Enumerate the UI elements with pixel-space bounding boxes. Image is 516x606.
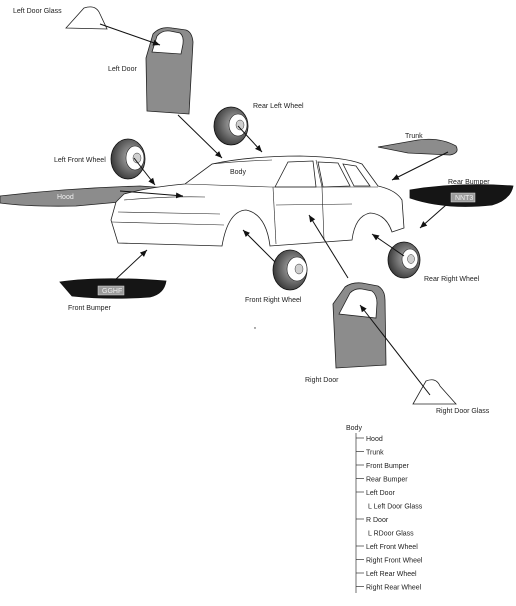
car-body-part (110, 155, 405, 247)
tree-item-label: Left Door (366, 490, 395, 497)
tree-item: Right Front Wheel (356, 558, 423, 565)
front-bumper-plate: GGHF (102, 288, 122, 295)
tree-item-label: Hood (366, 436, 383, 443)
tree-item: Left Rear Wheel (356, 571, 417, 578)
rear-bumper-label: Rear Bumper (448, 179, 490, 186)
rear-left-wheel-part (213, 106, 249, 146)
front-bumper-part (59, 278, 167, 299)
tree-item-label: Right Front Wheel (366, 558, 423, 565)
tree-item-label: L Left Door Glass (368, 504, 423, 511)
tree-item: Left Front Wheel (356, 544, 418, 551)
left-door-glass-label: Left Door Glass (13, 8, 62, 15)
front-bumper-label: Front Bumper (68, 305, 111, 312)
tree-item-label: Rear Bumper (366, 477, 408, 484)
hood-label: Hood (57, 194, 74, 201)
right-door-glass-part (412, 379, 457, 405)
tree-item-label: R Door (366, 517, 389, 524)
tree-item-label: Left Rear Wheel (366, 571, 417, 578)
tree-item-label: Trunk (366, 450, 384, 457)
tree-item: L RDoor Glass (368, 531, 414, 538)
right-door-label: Right Door (305, 377, 339, 384)
front-right-wheel-label: Front Right Wheel (245, 297, 302, 304)
right-door-part (332, 282, 387, 369)
left-front-wheel-part (110, 138, 146, 180)
stray-dot (254, 327, 256, 329)
tree-item: Hood (356, 436, 383, 443)
tree-item: R Door (356, 517, 389, 524)
trunk-part (377, 138, 458, 156)
tree-item-label: Left Front Wheel (366, 544, 418, 551)
left-front-wheel-label: Left Front Wheel (54, 157, 106, 164)
tree-item: Right Rear Wheel (356, 585, 422, 592)
rear-right-wheel-label: Rear Right Wheel (424, 276, 480, 283)
tree-item: Trunk (356, 450, 384, 457)
tree-item: Front Bumper (356, 463, 409, 470)
assembly-arrows (99, 23, 449, 396)
rear-bumper-plate: NNT3 (455, 195, 473, 202)
left-door-part (145, 27, 194, 115)
tree-item-label: Front Bumper (366, 463, 409, 470)
tree-item-label: Right Rear Wheel (366, 585, 422, 592)
rear-bumper-part (409, 184, 514, 207)
body-label: Body (230, 169, 246, 176)
rear-right-wheel-part (387, 241, 421, 279)
tree-item: Left Door (356, 490, 395, 497)
right-door-glass-label: Right Door Glass (436, 408, 490, 415)
tree-root: Body (346, 425, 362, 432)
tree-item-label: L RDoor Glass (368, 531, 414, 538)
left-door-glass-part (65, 6, 108, 30)
tree-item: L Left Door Glass (368, 504, 423, 511)
tree-item: Rear Bumper (356, 477, 408, 484)
front-right-wheel-part (272, 249, 308, 291)
rear-left-wheel-label: Rear Left Wheel (253, 103, 304, 110)
trunk-label: Trunk (405, 133, 423, 140)
left-door-label: Left Door (108, 66, 137, 73)
